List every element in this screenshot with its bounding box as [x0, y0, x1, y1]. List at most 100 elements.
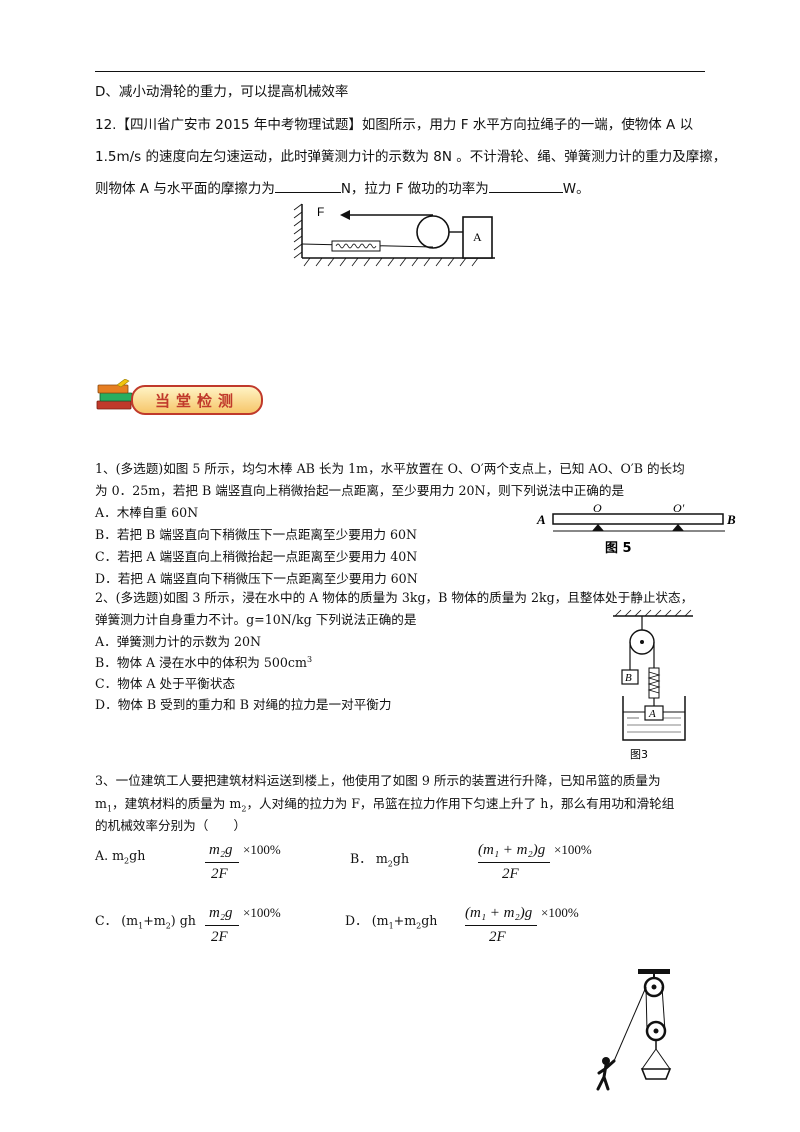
q3-option-c[interactable]: C． (m1+m2) gh: [95, 910, 196, 931]
q3-option-d-percent: ×100%: [541, 905, 579, 920]
q3-basket: [640, 1068, 672, 1080]
q1-fig-label-o2: O′: [673, 501, 685, 515]
books-icon: [96, 379, 133, 410]
q3-line1: 3、一位建筑工人要把建筑材料运送到楼上，他使用了如图 9 所示的装置进行升降，已…: [95, 773, 661, 788]
q2-fig-caption: 图3: [630, 748, 648, 761]
q3-option-b-bar: [478, 862, 550, 863]
section-banner-box: 当堂检测: [131, 385, 263, 415]
q3-option-a-denominator: 2F: [211, 866, 228, 882]
block-a: [462, 216, 493, 259]
q2-option-d[interactable]: D．物体 B 受到的重力和 B 对绳的拉力是一对平衡力: [95, 697, 392, 712]
q3-option-b-label: B． m: [350, 851, 388, 866]
worker-body: [596, 1059, 616, 1091]
q3-option-c-fraction: m₂g 2F ×100%: [205, 905, 315, 950]
q3-option-a-numerator: m₂g: [209, 842, 233, 858]
q1-option-b[interactable]: B．若把 B 端竖直向下稍微压下一点距离至少要用力 60N: [95, 527, 418, 542]
q3-option-d-denominator: 2F: [489, 929, 506, 945]
answer-blank-power[interactable]: [488, 180, 563, 193]
q3-option-c-sub1: 1: [138, 921, 144, 931]
q1-fig-label-b: B: [726, 512, 736, 527]
q1-option-d[interactable]: D．若把 A 端竖直向下稍微压下一点距离至少要用力 60N: [95, 571, 418, 586]
wooden-beam: [552, 513, 724, 525]
q12-line3-part-a: 则物体 A 与水平面的摩擦力为: [95, 181, 275, 197]
q12-line3-part-c: W。: [562, 181, 590, 197]
prev-option-d: D、减小动滑轮的重力，可以提高机械效率: [95, 84, 349, 100]
q1-option-a[interactable]: A．木棒自重 60N: [95, 505, 199, 520]
q3-option-a-bar: [205, 862, 239, 863]
answer-blank-friction[interactable]: [274, 180, 341, 193]
q1-beam-figure: A B O O′ 图 5: [536, 501, 736, 556]
q2-option-a[interactable]: A．弹簧测力计的示数为 20N: [95, 634, 262, 649]
q12-line3-part-b: N，拉力 F 做功的功率为: [340, 181, 489, 197]
q2-option-c[interactable]: C．物体 A 处于平衡状态: [95, 676, 236, 691]
q3-line2-tail: ，人对绳的拉力为 F，吊篮在拉力作用下匀速上升了 h，那么有用功和滑轮组: [246, 796, 675, 811]
q3-option-a-tail: gh: [129, 848, 146, 863]
q1-fig-label-a: A: [536, 512, 546, 527]
q2-line2: 弹簧测力计自身重力不计。g=10N/kg 下列说法正确的是: [95, 612, 417, 627]
worker-head: [602, 1057, 610, 1065]
q3-option-c-numerator: m₂g: [209, 905, 233, 921]
fulcrum-o: [592, 524, 604, 531]
q3-option-c-bar: [205, 925, 239, 926]
q3-option-b[interactable]: B． m2gh: [350, 848, 409, 869]
q3-option-d-sub2: 2: [416, 921, 422, 931]
q1-line1: 1、(多选题)如图 5 所示，均匀木棒 AB 长为 1m，水平放置在 O、O′两…: [95, 461, 685, 476]
q2-block-b: [621, 669, 639, 685]
q3-option-a-sub: 2: [124, 856, 130, 866]
q3-line2: m1，建筑材料的质量为 m2，人对绳的拉力为 F，吊篮在拉力作用下匀速上升了 h…: [95, 793, 674, 814]
q2-option-b[interactable]: B．物体 A 浸在水中的体积为 500cm3: [95, 652, 312, 671]
q3-option-c-mid: +m: [143, 913, 166, 928]
q3-fixed-pulley: [643, 976, 665, 998]
q3-option-b-tail: gh: [392, 851, 410, 866]
q3-option-b-percent: ×100%: [554, 842, 592, 857]
q2-option-b-text: B．物体 A 浸在水中的体积为 500cm: [95, 655, 307, 670]
q3-option-c-percent: ×100%: [243, 905, 281, 920]
q1-line2: 为 0．25m，若把 B 端竖直向上稍微抬起一点距离，至少要用力 20N，则下列…: [95, 483, 625, 498]
q3-option-d-tail: gh: [421, 913, 438, 928]
q3-option-d[interactable]: D． (m1+m2gh: [345, 910, 437, 931]
q3-line2-m2-sub: 2: [241, 804, 247, 814]
q2-option-b-sup: 3: [306, 654, 313, 664]
q3-option-b-sub: 2: [387, 859, 393, 869]
q3-option-a-percent: ×100%: [243, 842, 281, 857]
q3-option-b-fraction: (m₁ + m₂)g 2F ×100%: [478, 842, 608, 887]
q3-option-a-fraction: m₂g 2F ×100%: [205, 842, 315, 887]
q12-fig-block-label: A: [473, 230, 482, 244]
pulley-wheel: [416, 215, 450, 249]
q3-option-d-numerator: (m₁ + m₂)g: [465, 905, 533, 921]
q3-option-c-tail: ) gh: [170, 913, 196, 928]
q12-line1: 12.【四川省广安市 2015 年中考物理试题】如图所示，用力 F 水平方向拉绳…: [95, 117, 694, 133]
fulcrum-o2: [672, 524, 684, 531]
q12-pulley-figure: F A: [293, 203, 495, 267]
q3-worker-pulley-figure: [596, 969, 672, 1091]
q3-option-d-label: D． (m: [345, 913, 389, 928]
q3-option-d-fraction: (m₁ + m₂)g 2F ×100%: [465, 905, 595, 950]
q3-option-b-numerator: (m₁ + m₂)g: [478, 842, 546, 858]
q3-line3: 的机械效率分别为（ ）: [95, 818, 247, 833]
section-banner: 当堂检测: [95, 379, 263, 415]
q1-fig-caption: 图 5: [605, 541, 632, 556]
q3-option-c-label: C． (m: [95, 913, 139, 928]
q3-option-d-mid: +m: [393, 913, 417, 928]
q12-line3: 则物体 A 与水平面的摩擦力为 N，拉力 F 做功的功率为 W。: [95, 177, 590, 197]
q2-fig-label-b: B: [625, 672, 632, 684]
q3-line2-mid: ，建筑材料的质量为 m: [112, 796, 242, 811]
q3-line2-m1: m: [95, 796, 107, 811]
q2-line1: 2、(多选题)如图 3 所示，浸在水中的 A 物体的质量为 3kg，B 物体的质…: [95, 590, 694, 605]
q3-option-b-denominator: 2F: [502, 866, 519, 882]
q3-option-c-sub2: 2: [165, 921, 171, 931]
q2-fig-label-a: A: [648, 708, 656, 720]
q1-fig-label-o: O: [593, 501, 602, 515]
section-banner-title: 当堂检测: [154, 392, 239, 410]
q12-line2: 1.5m/s 的速度向左匀速运动，此时弹簧测力计的示数为 8N 。不计滑轮、绳、…: [95, 149, 727, 165]
q3-option-d-bar: [465, 925, 537, 926]
q3-option-a[interactable]: A. m2gh: [95, 848, 145, 866]
q12-fig-force-label: F: [317, 205, 324, 219]
q1-option-c[interactable]: C．若把 A 端竖直向上稍微抬起一点距离至少要用力 40N: [95, 549, 418, 564]
q3-option-c-denominator: 2F: [211, 929, 228, 945]
q3-option-a-label: A. m: [95, 848, 125, 863]
header-rule: [95, 71, 705, 72]
q2-block-a: [644, 705, 664, 721]
q3-line2-m1-sub: 1: [106, 804, 113, 814]
q2-pulley-tank-figure: B A 图3: [613, 609, 693, 761]
